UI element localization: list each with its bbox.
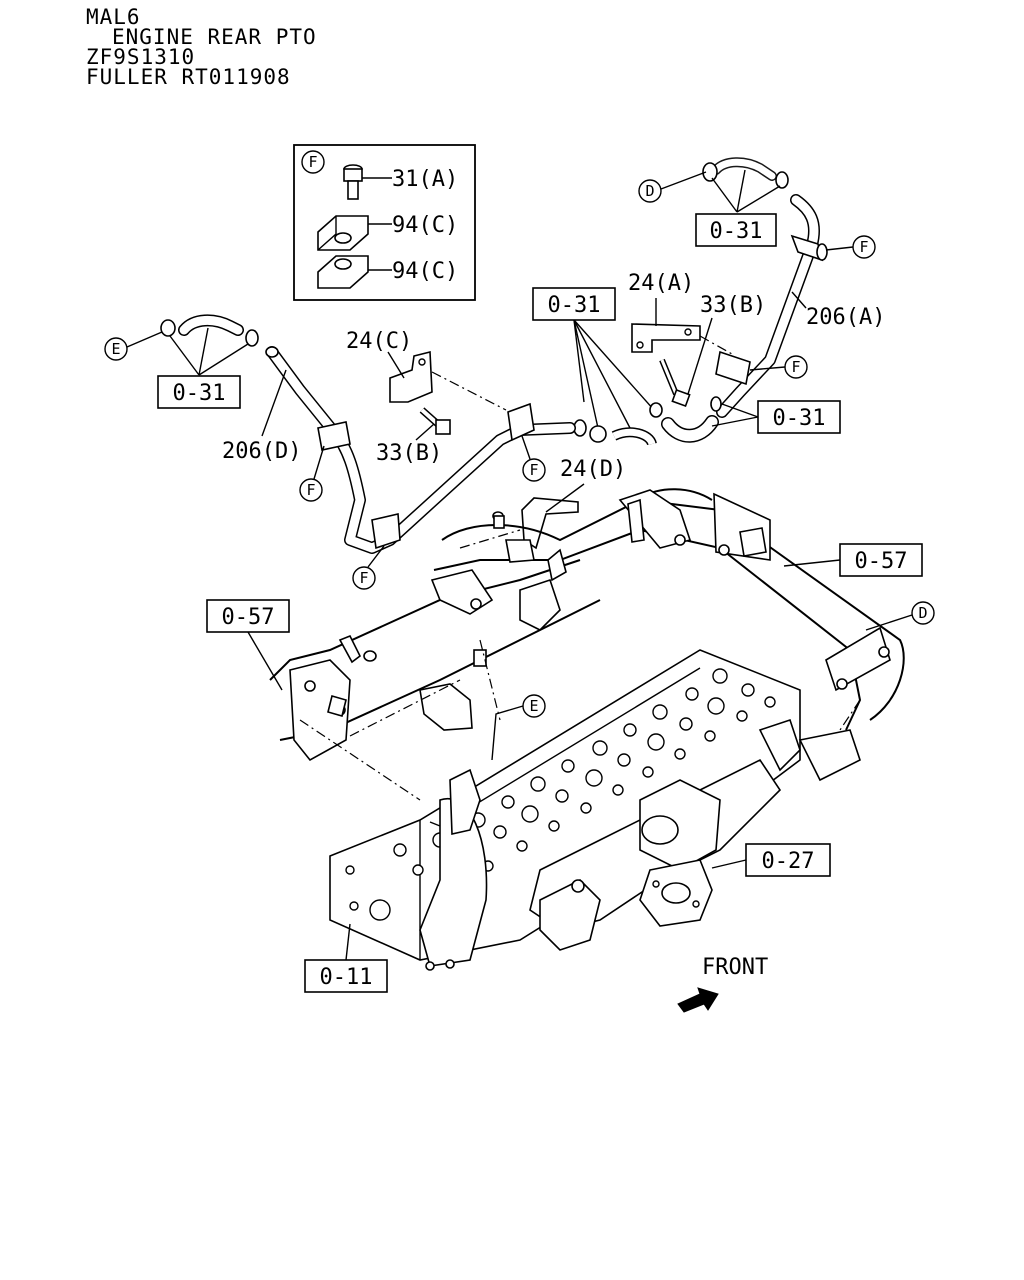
pipe-206a: F F 206(A) <box>715 194 885 418</box>
ref-0-11: 0-11 <box>320 965 373 990</box>
label-206a: 206(A) <box>806 305 885 330</box>
label-33b-left: 33(B) <box>376 441 442 466</box>
exhaust-pipes: 0-57 0-57 D E <box>206 488 935 801</box>
hose-clamp-icon <box>160 319 176 337</box>
clamp-icon <box>317 421 351 451</box>
detail-part-94c-lower: 94(C) <box>392 259 458 284</box>
marker-d-right: D <box>918 604 927 622</box>
front-direction: FRONT <box>677 955 768 1013</box>
hose-group-center: 0-31 0-31 <box>532 287 841 446</box>
cylinder-head: 0-27 0-11 <box>304 649 861 993</box>
label-24c: 24(C) <box>346 329 412 354</box>
marker-d-top: D <box>645 182 654 200</box>
flange-icon <box>430 569 494 615</box>
hose-clamp-icon <box>710 396 722 412</box>
ref-0-31-center: 0-31 <box>548 293 601 318</box>
hose-clamp-icon <box>702 162 718 182</box>
clamp-half-upper-icon <box>317 215 369 251</box>
clamp-half-lower-icon <box>317 255 369 289</box>
clamp-icon <box>507 402 535 442</box>
label-24d: 24(D) <box>560 457 626 482</box>
front-arrow-icon <box>677 987 719 1013</box>
header-transmission-2: FULLER RT011908 <box>86 65 291 89</box>
bracket-24a: 24(A) 33(B) <box>628 271 766 408</box>
detail-marker-circle <box>301 150 325 174</box>
hose-clamp-icon <box>589 425 607 443</box>
clamp-icon <box>715 350 751 386</box>
bracket-24c: 24(C) 33(B) <box>346 329 507 466</box>
label-24a: 24(A) <box>628 271 694 296</box>
detail-box-f: F 31(A) 94(C) 94(C) <box>293 144 476 301</box>
marker-e-left: E <box>111 340 120 358</box>
detail-marker: F <box>308 153 317 171</box>
clamp-icon <box>371 513 401 550</box>
bolt-icon <box>343 164 363 200</box>
header: MAL6 ENGINE REAR PTO ZF9S1310 FULLER RT0… <box>86 5 317 89</box>
header-model: MAL6 <box>86 5 141 29</box>
marker-f-206a-top: F <box>859 238 868 256</box>
header-title: ENGINE REAR PTO <box>112 25 317 49</box>
detail-part-31a: 31(A) <box>392 167 458 192</box>
marker-f-206d: F <box>306 481 315 499</box>
header-transmission-1: ZF9S1310 <box>86 45 195 69</box>
bolt-icon <box>419 407 451 435</box>
hose-group-left: E 0-31 <box>104 314 259 409</box>
ref-0-27: 0-27 <box>762 849 815 874</box>
marker-f-206d-bottom: F <box>359 569 368 587</box>
detail-part-94c-upper: 94(C) <box>392 213 458 238</box>
pipe-206d: 206(D) F F F <box>222 346 576 590</box>
ref-0-31-left: 0-31 <box>173 381 226 406</box>
hose-clamp-icon <box>649 402 663 418</box>
ref-0-31-top-right: 0-31 <box>710 219 763 244</box>
bracket-24d: 24(D) <box>521 457 626 550</box>
head-ports <box>345 668 776 921</box>
marker-f-206a-mid: F <box>791 358 800 376</box>
bolt-icon <box>659 358 691 408</box>
marker-e-center: E <box>529 697 538 715</box>
flange-icon <box>825 626 891 692</box>
ref-0-57-right: 0-57 <box>855 549 908 574</box>
hose-clamp-icon <box>245 329 259 347</box>
label-206d: 206(D) <box>222 439 301 464</box>
ref-0-31-right: 0-31 <box>773 406 826 431</box>
hose-clamp-icon <box>775 171 789 189</box>
hose-group-top-right: D 0-31 <box>638 157 789 247</box>
label-33b-right: 33(B) <box>700 293 766 318</box>
ref-0-57-left: 0-57 <box>222 605 275 630</box>
marker-f-center: F <box>529 461 538 479</box>
front-label: FRONT <box>702 955 768 980</box>
